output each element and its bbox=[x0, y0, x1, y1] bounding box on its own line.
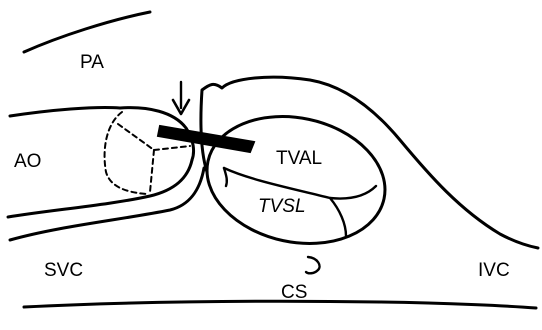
aortic-valve-cusps bbox=[105, 112, 146, 194]
coronary-sinus-ostium bbox=[306, 257, 320, 273]
label-svc: SVC bbox=[44, 260, 83, 281]
aortic-valve-commissure-lower bbox=[150, 150, 154, 192]
tricuspid-valve-annulus bbox=[195, 101, 397, 260]
label-tval: TVAL bbox=[276, 148, 322, 169]
leaflet-line-septal bbox=[330, 198, 346, 236]
label-ivc: IVC bbox=[478, 260, 510, 281]
leaflet-line-anterior bbox=[224, 168, 376, 199]
leaflet-line-posterior bbox=[224, 168, 227, 186]
label-cs: CS bbox=[281, 282, 307, 303]
label-ao: AO bbox=[14, 151, 41, 172]
label-pa: PA bbox=[80, 52, 104, 73]
aorta-upper-border bbox=[10, 107, 120, 116]
pulmonary-artery-outline bbox=[24, 12, 150, 52]
label-tvsl: TVSL bbox=[258, 196, 306, 217]
aortic-valve-commissure-upper bbox=[118, 124, 154, 150]
aortic-valve-commissure-right bbox=[154, 146, 190, 150]
bottom-wall-line bbox=[24, 301, 536, 308]
